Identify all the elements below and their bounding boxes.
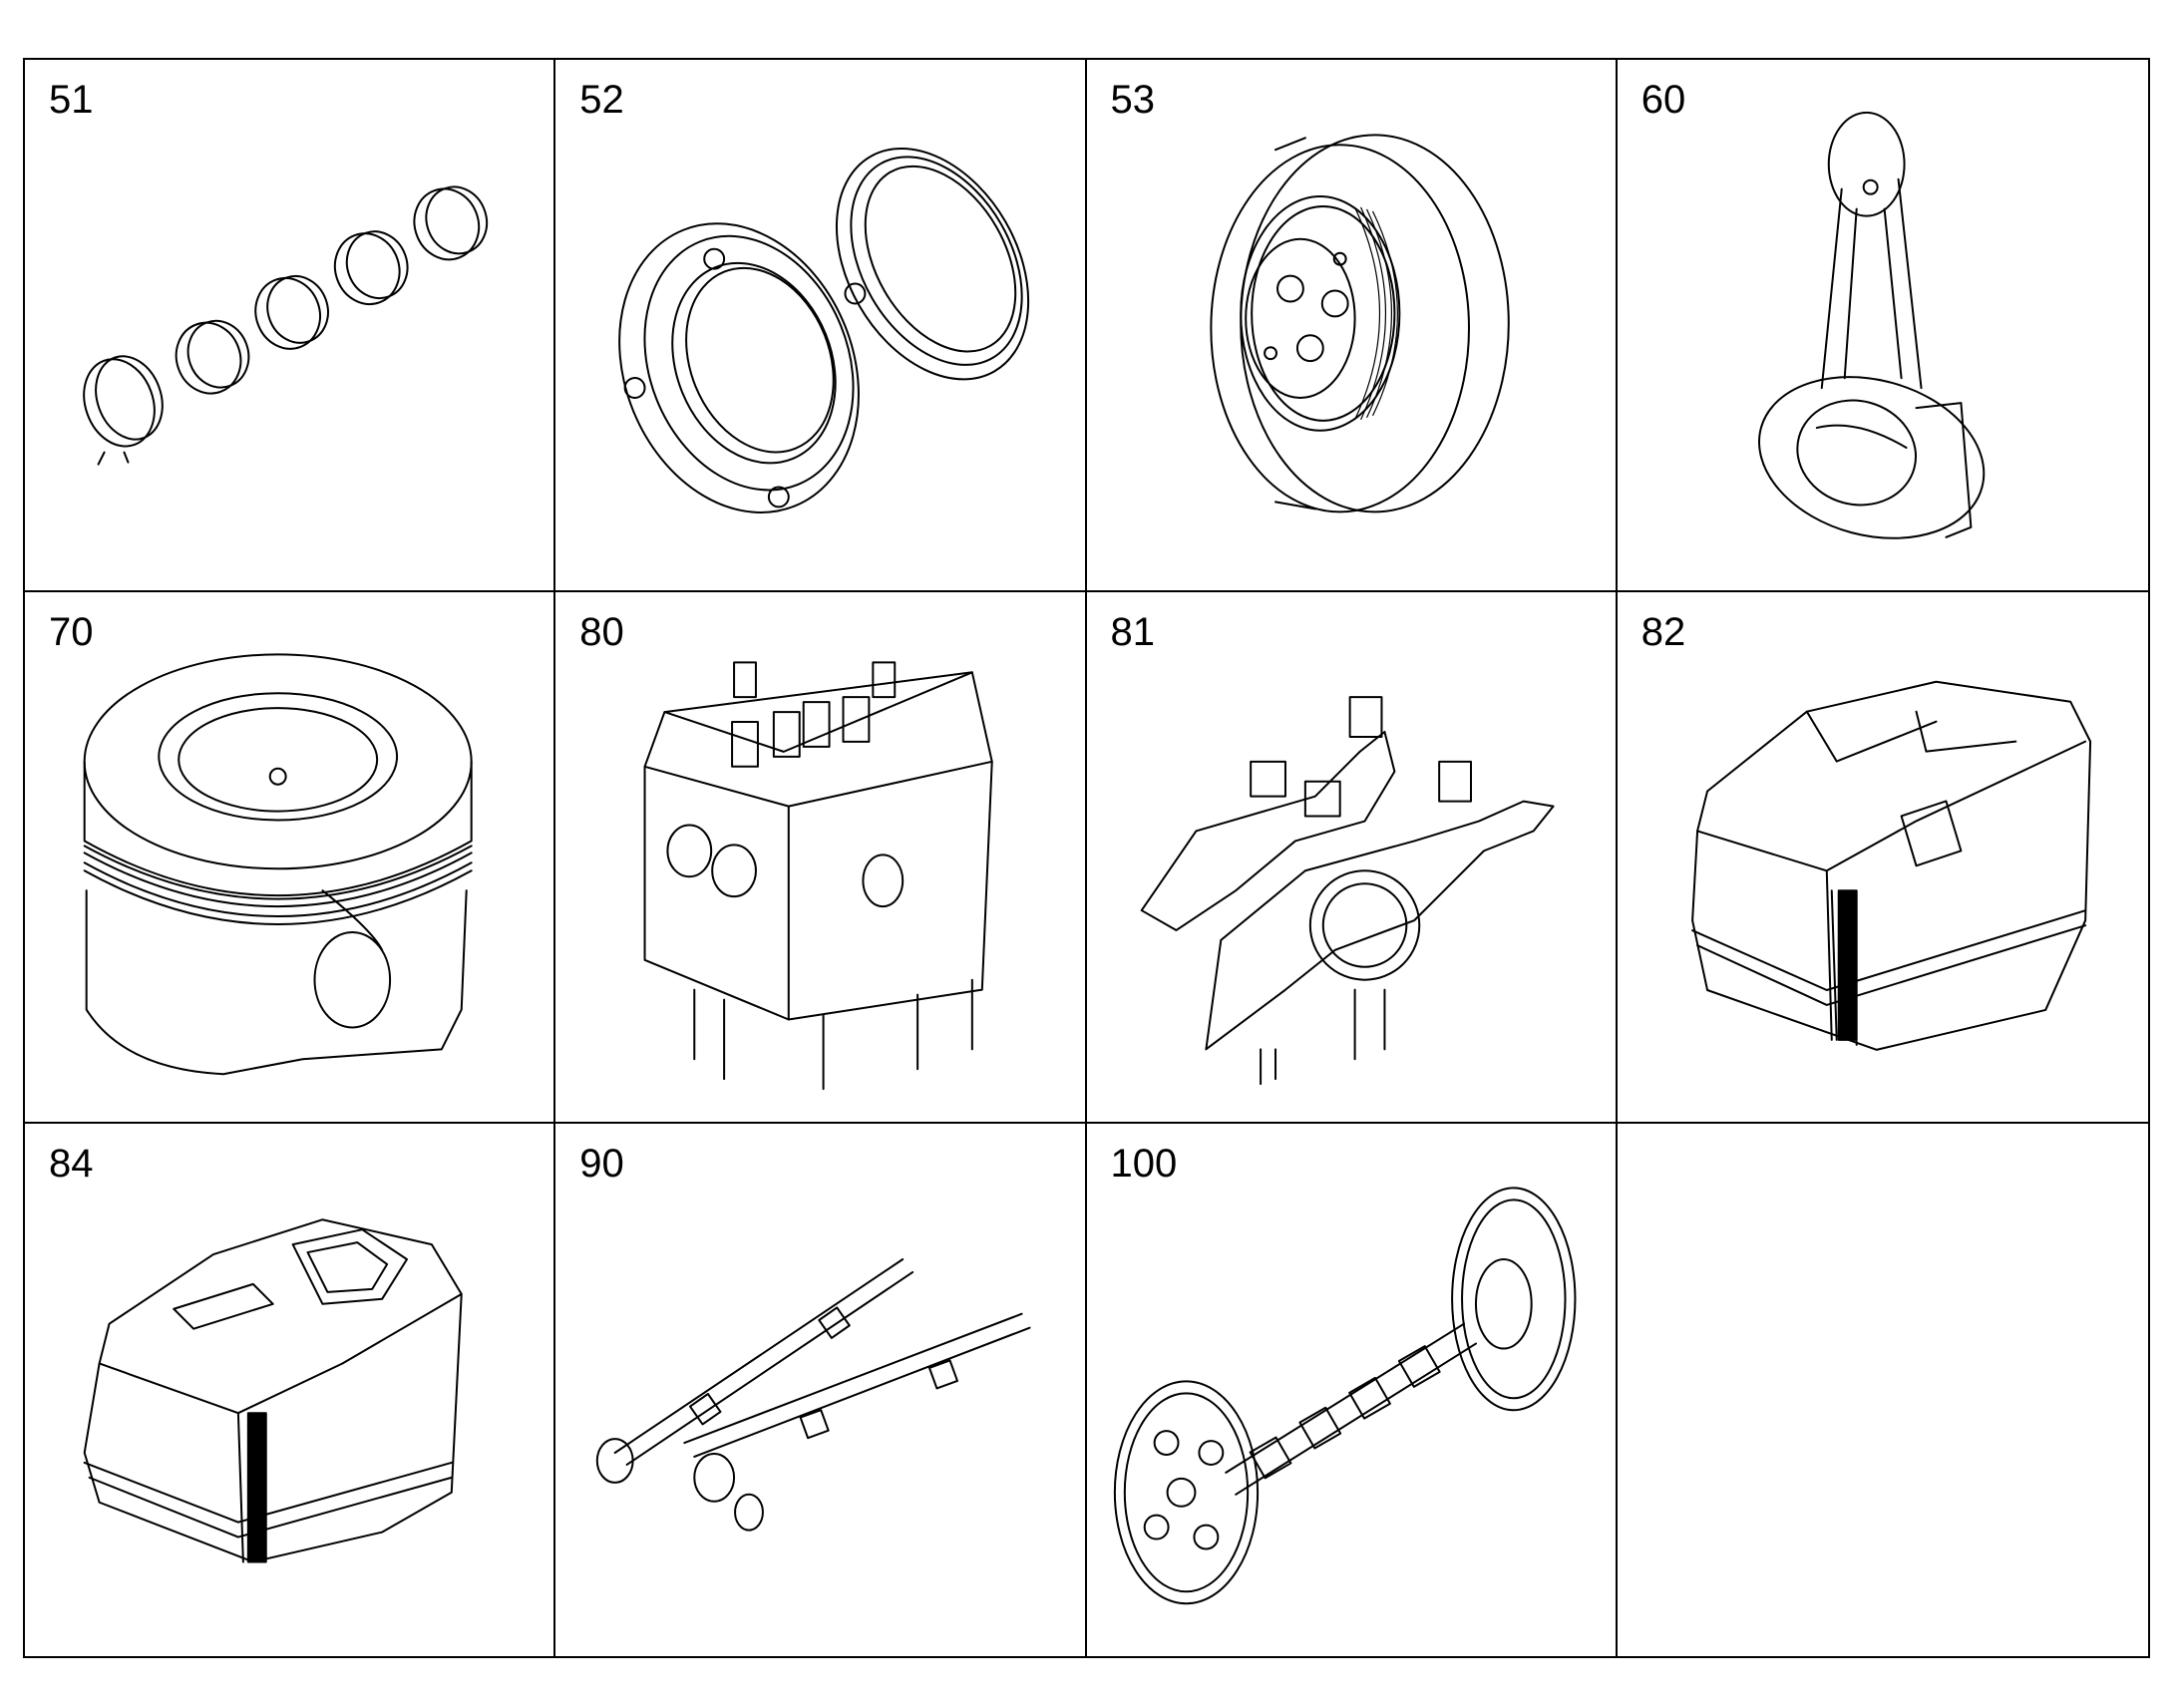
part-cell-100[interactable]: 100 (1087, 1124, 1618, 1656)
part-number: 80 (579, 609, 624, 654)
part-cell-70[interactable]: 70 (25, 591, 556, 1125)
part-cell-80[interactable]: 80 (555, 591, 1087, 1125)
valve-cover-icon (1618, 592, 2148, 1123)
part-cell-52[interactable]: 52 (555, 60, 1087, 592)
cylinder-head-icon (555, 592, 1084, 1123)
camshaft-icon (1087, 1124, 1616, 1656)
part-cell-60[interactable]: 60 (1617, 60, 2148, 592)
part-number: 53 (1110, 78, 1156, 122)
empty-cell (1618, 1124, 2148, 1656)
vibration-damper-icon (1087, 60, 1616, 590)
seal-flange-icon (555, 60, 1084, 590)
part-number: 52 (579, 78, 624, 122)
connecting-rod-icon (1618, 60, 2148, 590)
part-cell-53[interactable]: 53 (1086, 60, 1618, 592)
parts-grid: 51 52 (23, 58, 2150, 1658)
part-number: 81 (1110, 609, 1156, 654)
part-number: 82 (1640, 609, 1686, 654)
part-cell-81[interactable]: 81 (1086, 591, 1618, 1125)
part-number: 60 (1640, 78, 1686, 122)
part-cell-82[interactable]: 82 (1617, 592, 2148, 1125)
part-number: 84 (49, 1142, 94, 1187)
bearing-shells-icon (25, 60, 553, 590)
part-cell-90[interactable]: 90 (555, 1124, 1087, 1656)
valve-cover-gasket-icon (25, 1124, 553, 1656)
part-number: 90 (579, 1142, 624, 1187)
piston-icon (25, 592, 553, 1123)
part-number: 51 (49, 78, 94, 122)
shafts-icon (555, 1124, 1084, 1656)
part-number: 100 (1110, 1142, 1178, 1187)
part-cell-51[interactable]: 51 (25, 60, 556, 592)
part-cell-84[interactable]: 84 (25, 1124, 556, 1656)
part-number: 70 (49, 609, 94, 654)
rocker-arm-icon (1087, 592, 1616, 1123)
